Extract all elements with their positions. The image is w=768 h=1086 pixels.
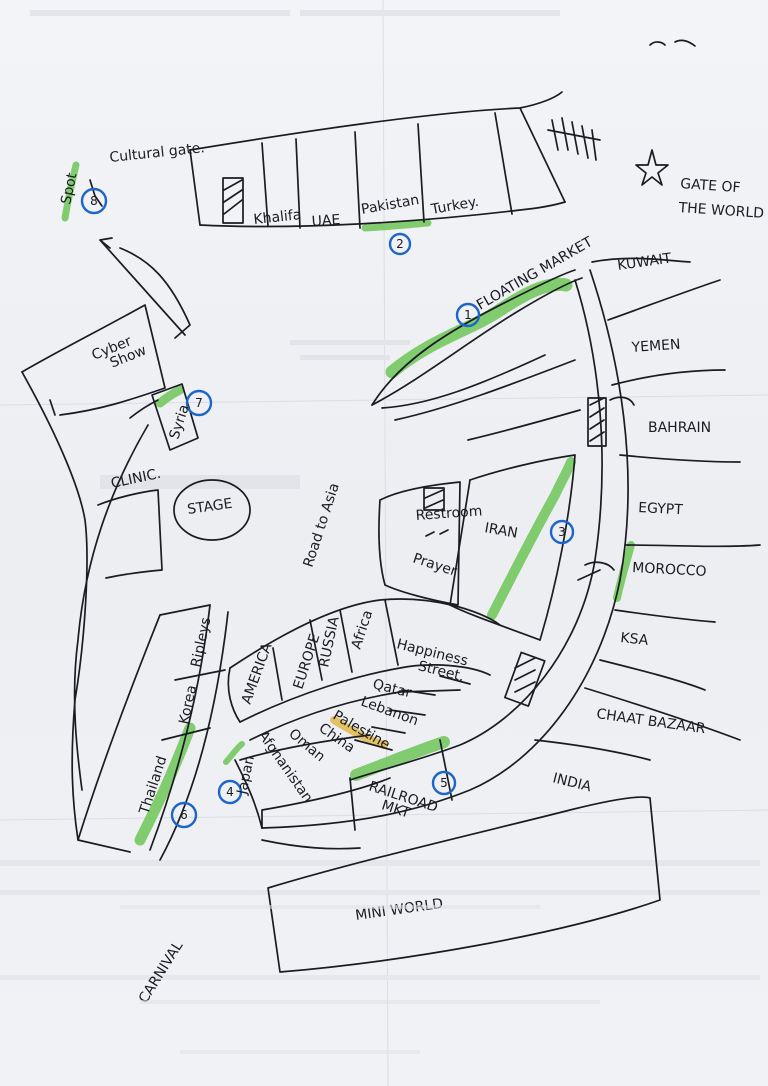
label-iran: IRAN <box>483 520 519 542</box>
label-mini-world: MINI WORLD <box>354 896 444 924</box>
label-spot: Spot <box>58 171 80 206</box>
label-ksa: KSA <box>620 630 650 649</box>
label-stage: STAGE <box>186 496 233 518</box>
label-cyber-show: CyberShow <box>90 329 149 376</box>
svg-text:4: 4 <box>226 785 234 799</box>
marker-3[interactable]: 3 <box>549 519 575 545</box>
svg-text:2: 2 <box>396 237 404 251</box>
label-uae: UAE <box>311 212 341 230</box>
label-syria: Syria <box>167 403 193 442</box>
label-india: INDIA <box>551 770 593 795</box>
svg-text:5: 5 <box>440 776 448 790</box>
label-japan: Japan <box>234 754 258 796</box>
marker-4[interactable]: 4 <box>217 779 243 805</box>
map-labels: Cultural gate. Spot GATE OFTHE WORLD Kha… <box>58 140 766 1006</box>
marker-1[interactable]: 1 <box>455 302 481 328</box>
print-through <box>120 905 600 1054</box>
label-restroom: Restroom <box>415 503 483 524</box>
label-happiness-street: HappinessStreet. <box>391 636 470 685</box>
svg-text:6: 6 <box>180 808 188 822</box>
marker-5[interactable]: 5 <box>431 770 457 796</box>
marker-8[interactable]: 8 <box>80 187 108 215</box>
marker-2[interactable]: 2 <box>388 232 412 256</box>
label-pakistan: Pakistan <box>360 192 421 218</box>
label-carnival: CARNIVAL <box>136 938 187 1006</box>
svg-text:1: 1 <box>464 308 472 322</box>
label-ripleys: Ripleys <box>188 616 214 669</box>
label-egypt: EGYPT <box>638 500 684 518</box>
marker-7[interactable]: 7 <box>185 389 213 417</box>
label-bahrain: BAHRAIN <box>648 420 711 436</box>
svg-text:7: 7 <box>195 396 203 410</box>
label-yemen: YEMEN <box>630 337 681 356</box>
label-korea: Korea <box>176 684 200 726</box>
label-africa: Africa <box>349 608 377 651</box>
marker-6[interactable]: 6 <box>170 801 198 829</box>
label-america: AMERICA <box>239 641 276 707</box>
label-prayer: Prayer <box>411 551 459 580</box>
numbered-markers: 1 2 3 4 5 6 7 8 <box>80 187 575 829</box>
label-railroad-mkt: RAILROADMKT <box>362 779 439 830</box>
label-gate-of-world: GATE OFTHE WORLD <box>677 176 766 222</box>
label-chaat-bazaar: CHAAT BAZAAR <box>595 706 706 737</box>
label-khalifa: Khalifa <box>253 207 302 228</box>
svg-text:8: 8 <box>90 194 98 208</box>
label-kuwait: KUWAIT <box>616 250 673 273</box>
label-morocco: MOROCCO <box>632 560 707 580</box>
svg-text:3: 3 <box>558 525 566 539</box>
map-outlines <box>21 39 761 973</box>
label-road-to-asia: Road to Asia <box>301 481 343 569</box>
